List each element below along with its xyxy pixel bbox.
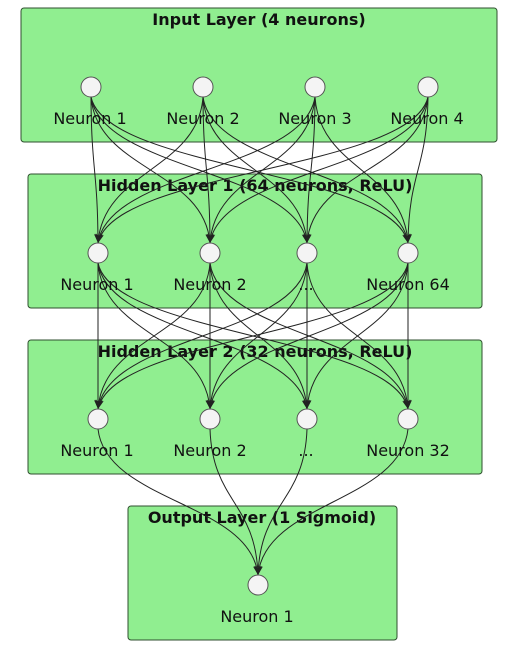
connection-l1n4-to-l2n4: [404, 96, 429, 244]
hidden2-neuron-32-node: [397, 408, 419, 430]
hidden2-neuron-1-label: Neuron 1: [60, 441, 133, 460]
input-neuron-3-node: [304, 76, 326, 98]
connection-l2n4-to-l3n3: [303, 262, 409, 410]
input-neuron-4-node: [417, 76, 439, 98]
input-layer-title: Input Layer (4 neurons): [152, 10, 365, 29]
hidden1-neuron-1-label: Neuron 1: [60, 275, 133, 294]
input-layer-box: [20, 7, 498, 143]
hidden2-neuron-32-label: Neuron 32: [366, 441, 450, 460]
connection-l1n4-to-l2n3: [303, 96, 429, 244]
hidden-layer-2-title: Hidden Layer 2 (32 neurons, ReLU): [98, 342, 413, 361]
output-neuron-1-node: [247, 574, 269, 596]
connection-l1n1-to-l2n3: [90, 96, 310, 244]
connection-l3n3-to-l4n1: [254, 428, 308, 576]
output-layer-title: Output Layer (1 Sigmoid): [148, 508, 376, 527]
hidden1-neuron-64-label: Neuron 64: [366, 275, 450, 294]
output-layer-nodes: Neuron 1: [220, 574, 294, 626]
hidden-layer-2-nodes: Neuron 1 Neuron 2 ... Neuron 32: [60, 408, 450, 460]
input-neuron-4-label: Neuron 4: [390, 109, 463, 128]
hidden-layer-2-box: [27, 339, 483, 475]
connection-l1n3-to-l2n1: [95, 96, 316, 244]
hidden1-neuron-2-label: Neuron 2: [173, 275, 246, 294]
hidden1-neuron-64-node: [397, 242, 419, 264]
connection-l1n2-to-l2n1: [94, 96, 204, 244]
hidden1-ellipsis-label: ...: [298, 275, 313, 294]
input-neuron-1-label: Neuron 1: [53, 109, 126, 128]
connection-l1n1-to-l2n1: [90, 96, 102, 244]
connections: [90, 96, 429, 576]
connection-l2n3-to-l3n1: [95, 262, 308, 410]
hidden1-ellipsis-node: [296, 242, 318, 264]
hidden-layer-1-box: [27, 173, 483, 309]
connection-l1n3-to-l2n3: [303, 96, 316, 244]
connection-l1n4-to-l2n2: [207, 96, 429, 244]
connection-l2n4-to-l3n2: [207, 262, 409, 410]
connection-l1n1-to-l2n4: [90, 96, 410, 244]
output-neuron-1-label: Neuron 1: [220, 607, 293, 626]
input-neuron-3-label: Neuron 3: [278, 109, 351, 128]
connection-l1n4-to-l2n1: [96, 96, 429, 244]
hidden2-neuron-2-node: [199, 408, 221, 430]
connection-l2n4-to-l3n1: [95, 262, 409, 410]
hidden2-ellipsis-label: ...: [298, 441, 313, 460]
hidden2-neuron-1-node: [87, 408, 109, 430]
input-neuron-2-node: [192, 76, 214, 98]
connection-l3n1-to-l4n1: [97, 428, 261, 576]
input-layer: Input Layer (4 neurons): [20, 7, 498, 143]
hidden-layer-1-nodes: Neuron 1 Neuron 2 ... Neuron 64: [60, 242, 450, 294]
connection-l3n4-to-l4n1: [254, 428, 409, 576]
input-layer-nodes: Neuron 1 Neuron 2 Neuron 3 Neuron 4: [53, 76, 464, 128]
input-neuron-2-label: Neuron 2: [166, 109, 239, 128]
hidden2-ellipsis-node: [296, 408, 318, 430]
hidden1-neuron-2-node: [199, 242, 221, 264]
connection-l3n2-to-l4n1: [209, 428, 262, 576]
connection-l1n2-to-l2n4: [202, 96, 411, 244]
hidden2-neuron-2-label: Neuron 2: [173, 441, 246, 460]
connection-l2n3-to-l3n2: [206, 262, 308, 410]
connection-l2n2-to-l3n1: [94, 262, 211, 410]
input-neuron-1-node: [80, 76, 102, 98]
connection-l1n2-to-l2n3: [202, 96, 311, 244]
connection-l1n3-to-l2n4: [314, 96, 412, 244]
hidden1-neuron-1-node: [87, 242, 109, 264]
